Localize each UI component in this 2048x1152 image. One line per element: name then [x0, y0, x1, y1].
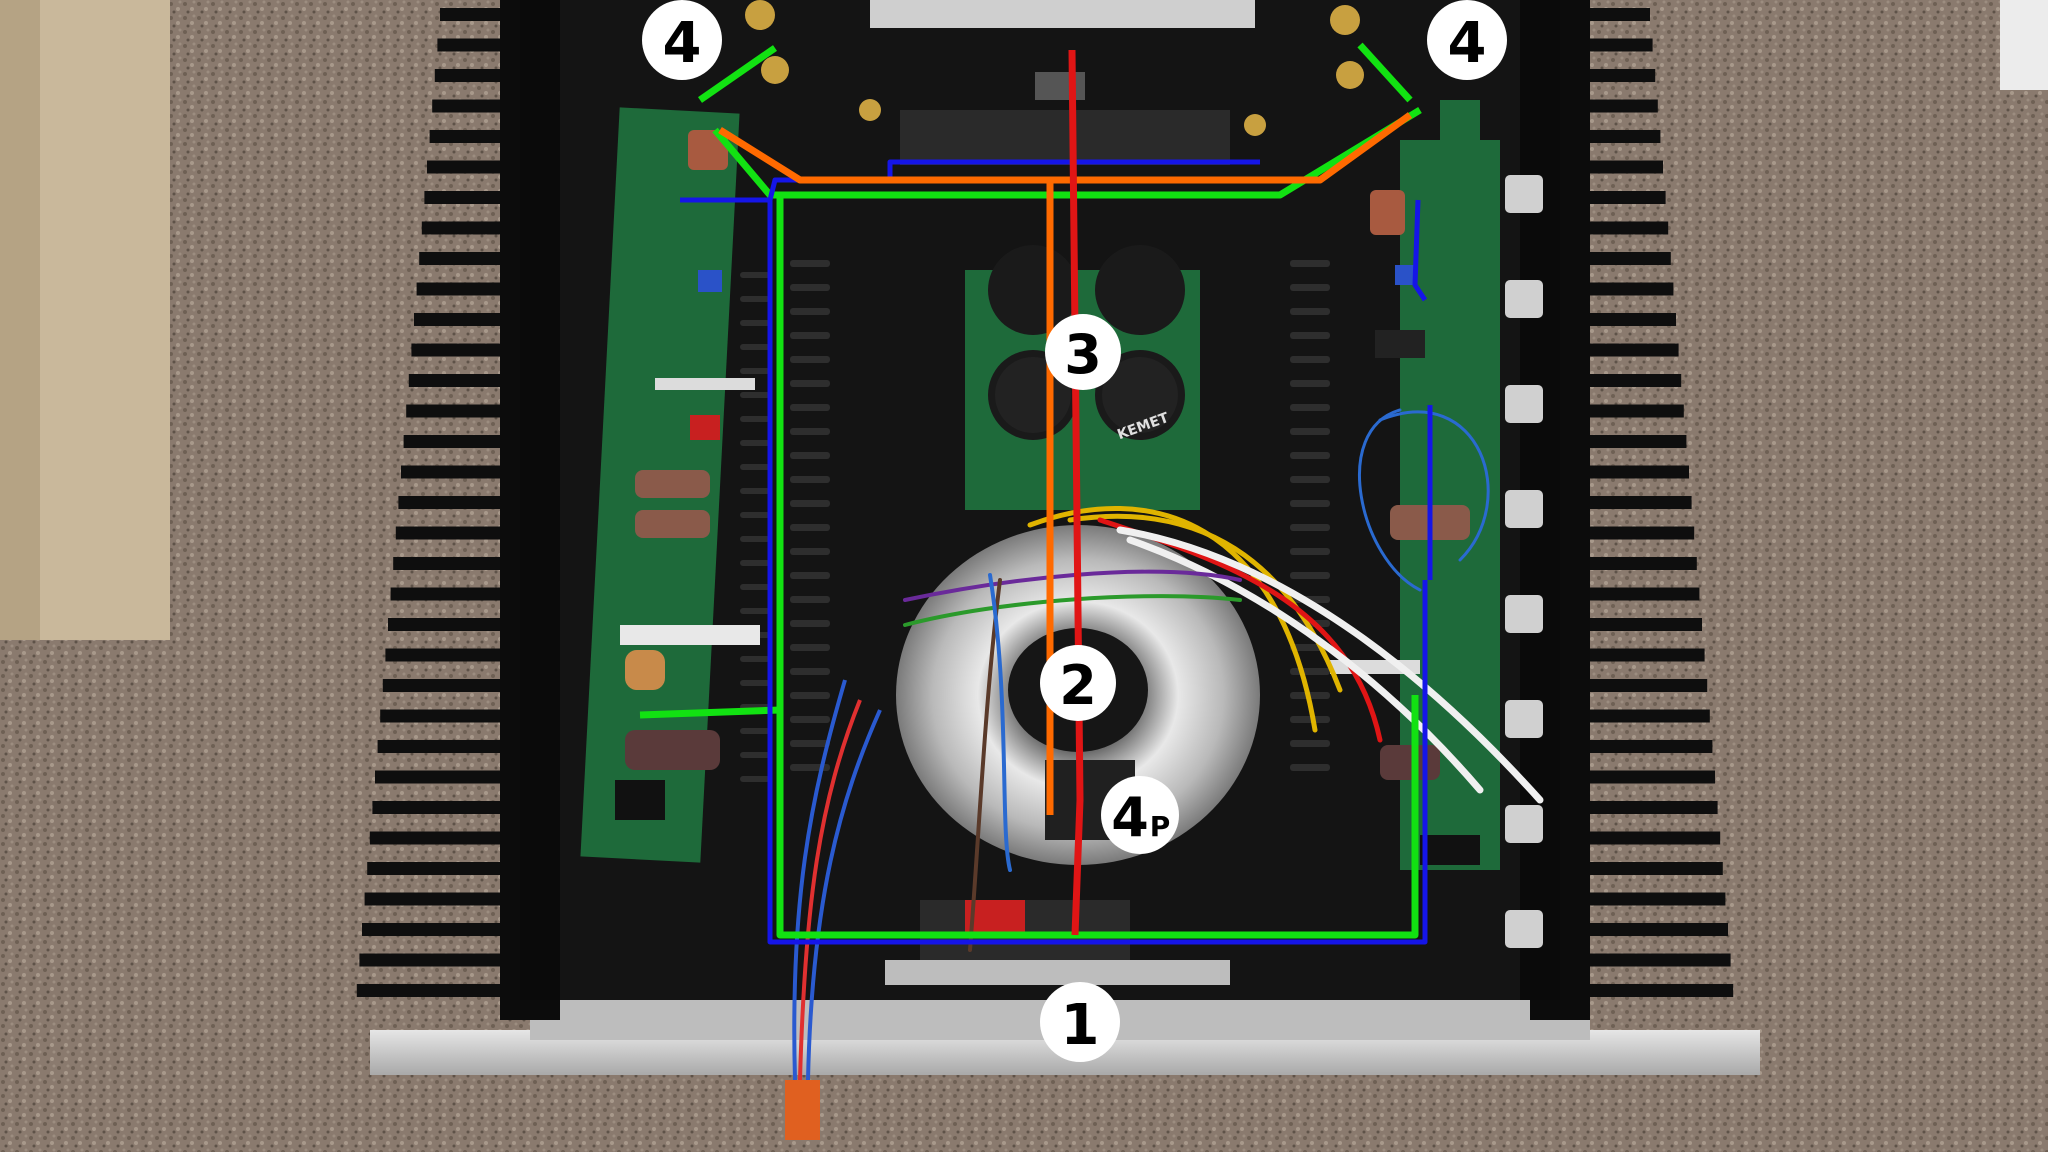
- right-output-transistors: [1505, 175, 1543, 948]
- svg-text:1: 1: [1061, 993, 1100, 1058]
- signal-wire-orange: [718, 112, 1413, 815]
- mains-lead: [792, 679, 882, 1081]
- svg-text:4: 4: [1448, 11, 1487, 76]
- svg-text:4: 4: [1111, 786, 1149, 849]
- svg-text:2: 2: [1059, 654, 1097, 717]
- white-object: [2000, 0, 2048, 90]
- marker-left-4: 4: [642, 0, 722, 80]
- rear-connectors: [745, 0, 1364, 136]
- marker-3: 3: [1045, 314, 1121, 390]
- power-wire-red: [1068, 49, 1084, 936]
- marker-1: 1: [1040, 982, 1120, 1062]
- right-board-components: [1330, 190, 1480, 865]
- marker-4p: 4 P: [1101, 776, 1179, 854]
- vent-slots: [740, 260, 1330, 782]
- connector-plug: [785, 1080, 820, 1140]
- svg-text:P: P: [1150, 810, 1171, 843]
- svg-text:4: 4: [663, 11, 702, 76]
- marker-right-4: 4: [1427, 0, 1507, 80]
- rear-heat-block: [870, 0, 1255, 28]
- marker-2: 2: [1040, 645, 1116, 721]
- svg-text:3: 3: [1064, 323, 1102, 386]
- left-board-components: [615, 130, 760, 820]
